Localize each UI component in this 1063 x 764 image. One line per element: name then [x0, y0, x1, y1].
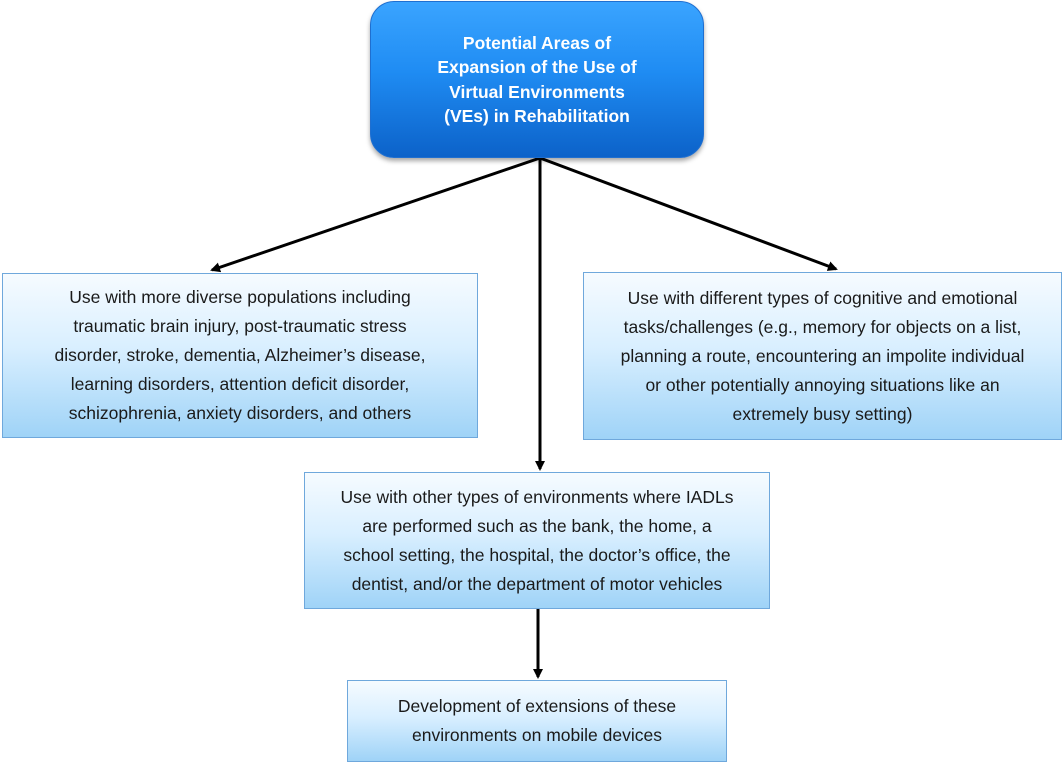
mobile-node: Development of extensions of these envir… [347, 680, 727, 762]
environments-node: Use with other types of environments whe… [304, 472, 770, 609]
root-node-label: Potential Areas of Expansion of the Use … [437, 32, 637, 127]
populations-node: Use with more diverse populations includ… [2, 273, 478, 438]
root-node: Potential Areas of Expansion of the Use … [370, 1, 704, 158]
tasks-node: Use with different types of cognitive an… [583, 272, 1062, 440]
environments-node-text: Use with other types of environments whe… [340, 486, 734, 594]
tasks-node-text: Use with different types of cognitive an… [620, 287, 1025, 424]
populations-node-text: Use with more diverse populations includ… [54, 287, 426, 423]
arrow-root-to-tasks [539, 156, 838, 271]
arrow-root-to-populations [210, 156, 541, 273]
mobile-node-text: Development of extensions of these envir… [397, 696, 677, 745]
